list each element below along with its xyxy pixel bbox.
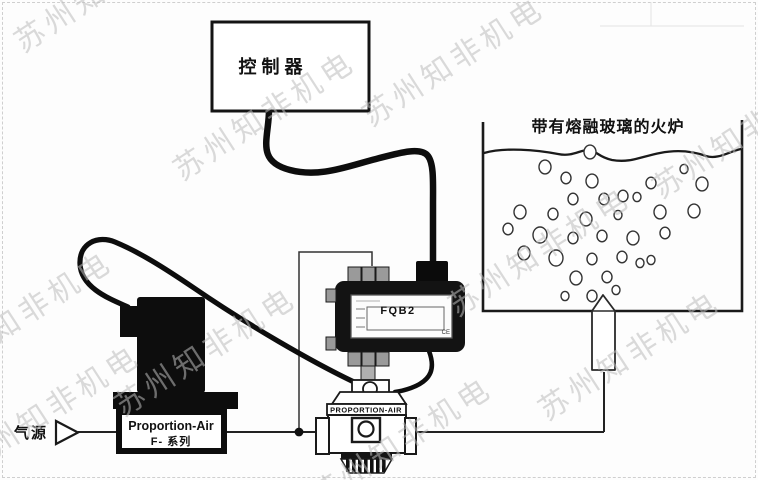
- bubble: [617, 189, 629, 203]
- fqb2-bottom-fitting: [361, 351, 376, 367]
- air-source-label: 气源: [13, 424, 48, 442]
- ce-mark: CE: [442, 330, 450, 336]
- furnace-title: 带有熔融玻璃的火炉: [531, 117, 684, 136]
- bubble: [613, 209, 623, 221]
- valve-port-circle: [357, 420, 375, 438]
- fqb2-to-valve-cable: [392, 348, 435, 395]
- fqb2-top-fitting: [361, 266, 376, 283]
- fqb2-top-fitting: [375, 266, 390, 283]
- image-artifact-lines: [600, 2, 744, 27]
- valve-lower-band: [341, 452, 392, 459]
- bubble: [567, 192, 579, 206]
- bubble: [635, 257, 645, 269]
- bubble: [560, 171, 572, 185]
- controller-box: 控制器: [210, 20, 371, 113]
- regulator-body: [137, 297, 205, 393]
- controller-to-fqb2-cable: [263, 106, 437, 268]
- regulator-pedestal: [113, 392, 238, 409]
- valve-top-plate: [330, 391, 408, 405]
- bubbles-group: [502, 144, 709, 303]
- bubble: [548, 249, 564, 267]
- bubble: [567, 231, 579, 245]
- bubble: [579, 211, 593, 227]
- controller-label: 控制器: [239, 56, 308, 77]
- fqb2-stem: [360, 365, 376, 381]
- bubble: [538, 159, 552, 175]
- bubble: [532, 226, 548, 244]
- bubble: [502, 222, 514, 236]
- fqb2-flow-controller: FQB2 CE: [325, 261, 465, 381]
- bubble: [586, 289, 598, 303]
- bubble: [679, 163, 689, 175]
- proportion-air-valve: PROPORTION-AIR: [315, 379, 417, 474]
- bubble: [586, 252, 598, 266]
- valve-brand-label: PROPORTION-AIR: [330, 406, 402, 415]
- fqb2-side-tab: [325, 336, 337, 351]
- bubble: [601, 270, 613, 284]
- regulator-connector: [120, 306, 138, 337]
- fqb2-label-panel: FQB2 CE: [350, 294, 453, 339]
- bubble: [517, 245, 531, 261]
- injection-nozzle: [591, 294, 616, 371]
- bubble: [645, 176, 657, 190]
- bubble: [598, 192, 610, 206]
- valve-left-flange: [315, 417, 330, 455]
- valve-fins: [339, 458, 394, 474]
- bubble: [616, 250, 628, 264]
- furnace: 带有熔融玻璃的火炉: [481, 117, 744, 371]
- regulator-label-box: Proportion-Air F- 系列: [116, 409, 227, 454]
- bubble: [659, 226, 671, 240]
- bubble: [569, 270, 583, 286]
- bubble: [646, 254, 656, 266]
- fqb2-bottom-fitting: [375, 351, 390, 367]
- bubble: [585, 173, 599, 189]
- regulator-brand-label: Proportion-Air: [128, 419, 214, 433]
- fqb2-top-fitting: [347, 266, 362, 283]
- regulator-series-label: F- 系列: [151, 434, 191, 448]
- bubble: [653, 204, 667, 220]
- fqb2-model-label: FQB2: [380, 305, 415, 317]
- bubble: [513, 204, 527, 220]
- air-source: 气源: [13, 419, 81, 446]
- bubble: [547, 207, 559, 221]
- valve-right-flange: [404, 417, 417, 455]
- bubble: [632, 191, 642, 203]
- feedback-tube-line: [298, 251, 373, 432]
- pipe-junction-dot: [294, 427, 304, 437]
- bubble: [611, 284, 621, 296]
- bubble: [583, 144, 597, 160]
- regulator-to-valve-cable: [77, 236, 357, 385]
- molten-glass-surface: [482, 147, 743, 162]
- bubble: [626, 230, 640, 246]
- bubble: [560, 290, 570, 302]
- fqb2-side-tab: [325, 288, 337, 303]
- bubble: [695, 176, 709, 192]
- bubble: [596, 229, 608, 243]
- air-source-arrow-icon: [54, 419, 81, 446]
- f-series-regulator: Proportion-Air F- 系列: [113, 297, 238, 454]
- bubble: [687, 203, 701, 219]
- fqb2-bottom-fitting: [347, 351, 362, 367]
